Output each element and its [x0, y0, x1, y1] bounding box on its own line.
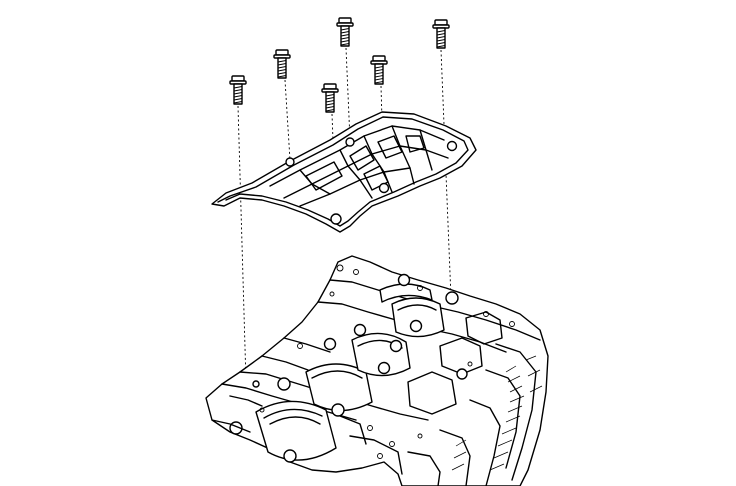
- bolt-3: [321, 83, 339, 113]
- bearing-journal-4: [391, 297, 445, 338]
- bolt-2: [273, 49, 291, 79]
- cylinder-block: [205, 255, 549, 486]
- casting-details: [259, 264, 515, 459]
- housing-hatching: [451, 355, 543, 471]
- bearing-cap-bridge: [211, 111, 477, 233]
- bearing-journal-1: [255, 400, 337, 461]
- block-bolt-holes: [229, 273, 468, 463]
- bolt-1: [229, 75, 247, 105]
- bearing-journal-5: [379, 283, 433, 303]
- bolt-5: [370, 55, 388, 85]
- bolt-4: [336, 17, 354, 47]
- bearing-journal-2: [305, 363, 373, 412]
- bolt-6: [432, 19, 450, 49]
